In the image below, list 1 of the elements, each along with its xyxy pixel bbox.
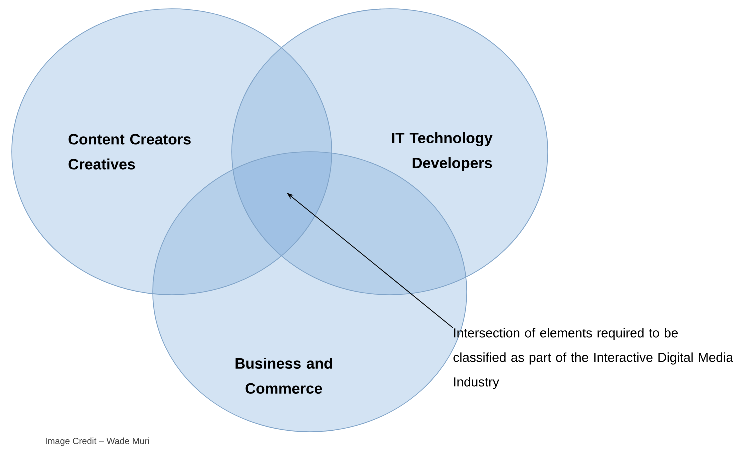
image-credit: Image Credit – Wade Muri [46,438,150,446]
